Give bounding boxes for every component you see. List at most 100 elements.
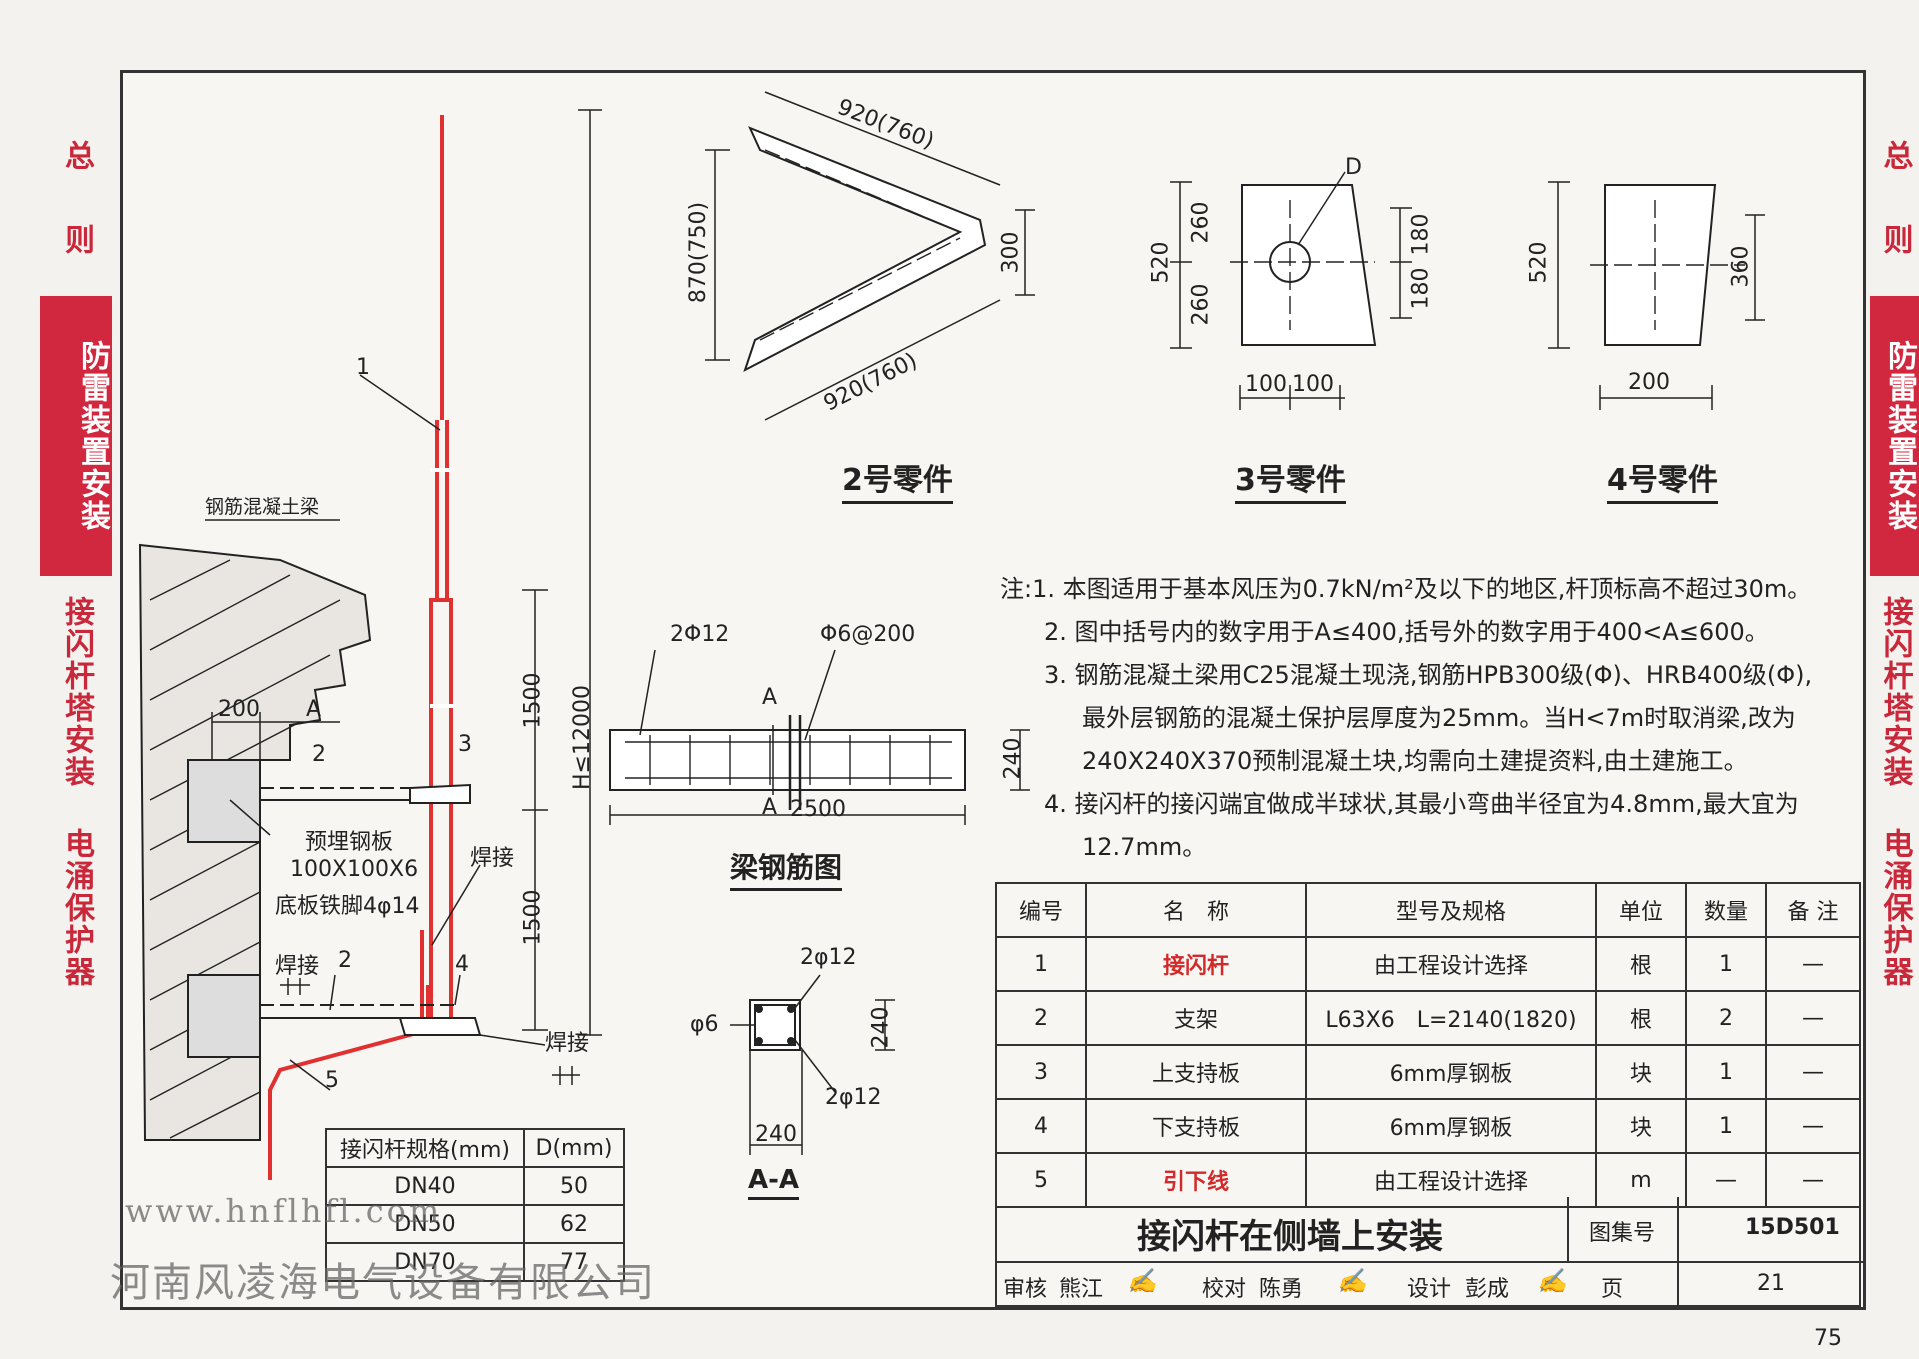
right-tab-lightning-install[interactable]: 防雷装置安装 [1870, 296, 1919, 576]
part4-dim-200: 200 [1628, 370, 1670, 395]
beam-label-bars: 2Φ12 [670, 622, 730, 647]
bom-cell: 5 [995, 1152, 1087, 1208]
bom-cell: 6mm厚钢板 [1305, 1098, 1597, 1154]
right-tab-general-1[interactable]: 总 [1877, 140, 1913, 172]
spec-cell: DN70 [325, 1242, 525, 1282]
designer-signature-icon: ✍ [1537, 1267, 1567, 1295]
table-row: 2 支架 L63X6 L=2140(1820) 根 2 — [995, 990, 1861, 1046]
beam-label-a2: A [762, 795, 778, 820]
reviewer-signature-icon: ✍ [1127, 1267, 1157, 1295]
page-number: 21 [1757, 1271, 1785, 1296]
right-sidebar: 总 则 防雷装置安装 接闪杆塔安装 电涌保护器 [1870, 140, 1919, 988]
part3-dim-520: 520 [1148, 241, 1174, 284]
elev-label-weld1: 焊接 [470, 846, 515, 871]
table-row: 4 下支持板 6mm厚钢板 块 1 — [995, 1098, 1861, 1154]
watermark-company: 河南风凌海电气设备有限公司 [110, 1260, 656, 1306]
elev-num-1: 1 [356, 355, 370, 380]
table-row: 5 引下线 由工程设计选择 m — — [995, 1152, 1861, 1208]
sidebar-tab-general-2[interactable]: 则 [59, 224, 94, 256]
upper-support [260, 783, 471, 804]
bom-header-no: 编号 [995, 882, 1087, 938]
bom-cell: 块 [1595, 1044, 1687, 1100]
note-line-3: 3. 钢筋混凝土梁用C25混凝土现浇,钢筋HPB300级(Φ)、HRB400级(… [1044, 661, 1813, 689]
elev-num-3: 3 [458, 732, 472, 757]
elev-dim-1500a: 1500 [520, 672, 546, 729]
section-label-stirrup: φ6 [690, 1012, 719, 1037]
right-tab-general-2[interactable]: 则 [1877, 224, 1913, 256]
note-line-5: 240X240X370预制混凝土块,均需向土建提资料,由土建施工。 [1082, 747, 1748, 775]
check-label: 校对 [1202, 1277, 1247, 1302]
elev-num-5: 5 [325, 1068, 339, 1093]
table-row: DN50 62 [325, 1204, 626, 1244]
rod-spec-table: 接闪杆规格(mm) D(mm) DN40 50 DN50 62 DN70 77 [325, 1128, 626, 1282]
lightning-rod [268, 115, 453, 1180]
part3-dim-260b: 260 [1188, 283, 1214, 326]
wall-section [138, 543, 372, 1141]
bom-cell: 引下线 [1085, 1152, 1307, 1208]
lower-support [260, 1004, 482, 1036]
bom-cell: 由工程设计选择 [1305, 1152, 1597, 1208]
spec-cell: 50 [522, 1166, 626, 1206]
bom-cell: 块 [1595, 1098, 1687, 1154]
watermark-url: www.hnflhfl.com [125, 1192, 443, 1230]
right-tab-surge[interactable]: 电涌保护器 [1877, 828, 1913, 988]
sidebar-tab-lightning-install[interactable]: 防雷装置安装 [40, 296, 112, 576]
bom-header-name: 名 称 [1085, 882, 1307, 938]
checker-signature-icon: ✍ [1337, 1267, 1367, 1295]
part2-dim-left: 870(750) [686, 201, 712, 304]
note-line-6: 4. 接闪杆的接闪端宜做成半球状,其最小弯曲半径宜为4.8mm,最大宜为 [1044, 790, 1799, 818]
elev-label-plate-size: 100X100X6 [290, 857, 419, 882]
spec-header-size: 接闪杆规格(mm) [325, 1128, 525, 1168]
section-label-bottom: 2φ12 [825, 1085, 882, 1110]
bom-header-remark: 备 注 [1765, 882, 1861, 938]
bom-cell: — [1765, 936, 1861, 992]
section-dim-h: 240 [868, 1006, 894, 1049]
part3-dim-180b: 180 [1408, 267, 1434, 310]
spec-cell: DN40 [325, 1166, 525, 1206]
beam-label-stirrup: Φ6@200 [820, 622, 916, 647]
bom-table: 编号 名 称 型号及规格 单位 数量 备 注 1 接闪杆 由工程设计选择 根 1… [995, 882, 1861, 1208]
note-line-2: 2. 图中括号内的数字用于A≤400,括号外的数字用于400<A≤600。 [1044, 618, 1769, 646]
bom-cell: 1 [1685, 936, 1767, 992]
part3-dim-180a: 180 [1408, 213, 1434, 256]
spec-header-row: 接闪杆规格(mm) D(mm) [325, 1128, 626, 1168]
bom-cell: — [1765, 1098, 1861, 1154]
elev-dim-h: H≤12000 [569, 685, 595, 790]
bom-cell: 4 [995, 1098, 1087, 1154]
elev-dim-1500b: 1500 [520, 889, 546, 946]
page-number-footer: 75 [1814, 1326, 1842, 1351]
reviewer-name: 熊江 [1059, 1277, 1104, 1302]
spec-cell: DN50 [325, 1204, 525, 1244]
right-tab-rod-tower[interactable]: 接闪杆塔安装 [1877, 596, 1913, 788]
part4-title: 4号零件 [1607, 455, 1718, 504]
bom-cell: — [1765, 990, 1861, 1046]
bom-cell: 上支持板 [1085, 1044, 1307, 1100]
section-title: A-A [748, 1165, 800, 1200]
elev-label-weld3: 焊接 [545, 1031, 590, 1056]
sidebar-tab-surge[interactable]: 电涌保护器 [59, 828, 94, 988]
beam-dim-length: 2500 [790, 797, 846, 822]
bom-cell: — [1765, 1044, 1861, 1100]
spec-header-d: D(mm) [522, 1128, 626, 1168]
part2-shape [705, 91, 1035, 421]
bom-cell: 根 [1595, 936, 1687, 992]
title-block: 接闪杆在侧墙上安装 图集号 15D501 审核 熊江 ✍ 校对 陈勇 ✍ 设计 … [995, 1197, 1863, 1307]
bom-cell: 1 [1685, 1098, 1767, 1154]
bom-cell: L63X6 L=2140(1820) [1305, 990, 1597, 1046]
sidebar-tab-general-1[interactable]: 总 [59, 140, 94, 172]
spec-cell: 77 [522, 1242, 626, 1282]
part3-title: 3号零件 [1235, 455, 1346, 504]
section-dim-w: 240 [755, 1122, 797, 1147]
bom-cell: — [1685, 1152, 1767, 1208]
table-row: 3 上支持板 6mm厚钢板 块 1 — [995, 1044, 1861, 1100]
sidebar-tab-rod-tower[interactable]: 接闪杆塔安装 [59, 596, 94, 788]
design-label: 设计 [1407, 1277, 1452, 1302]
part3-dim-100a: 100 [1245, 372, 1287, 397]
elev-dim-a: A [306, 697, 322, 722]
beam-title: 梁钢筋图 [730, 846, 843, 891]
elev-num-4: 4 [455, 952, 469, 977]
designer-name: 彭成 [1465, 1277, 1510, 1302]
elev-num-2b: 2 [338, 948, 352, 973]
bom-header-qty: 数量 [1685, 882, 1767, 938]
